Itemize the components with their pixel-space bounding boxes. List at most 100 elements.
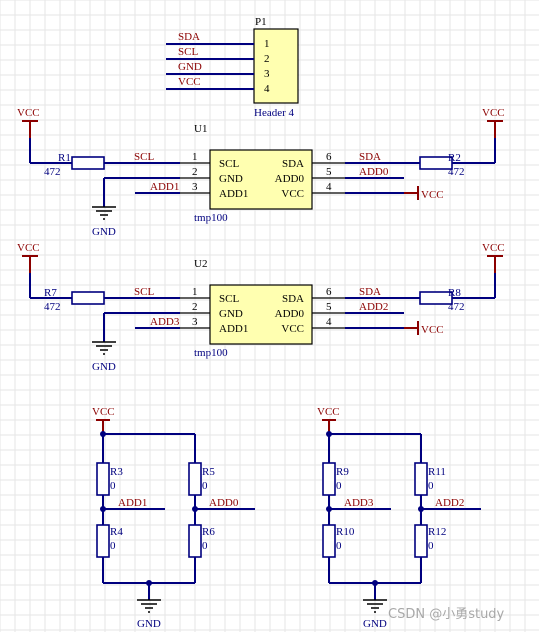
u2-pin-name-gnd: GND: [219, 308, 243, 320]
u2-pin-3: 3: [192, 316, 198, 328]
u1-block[interactable]: VCC R1 472 SCL GND ADD1 1 2 3 6 5 4 U1 t…: [17, 107, 505, 238]
div-left-r5-value: 0: [202, 480, 208, 492]
div-left-r3: [96, 462, 110, 496]
u1-resistor-left: [71, 156, 105, 170]
header-pin-3: 3: [264, 68, 270, 80]
header-net-gnd: GND: [178, 61, 202, 73]
u1-pin-name-add1: ADD1: [219, 188, 248, 200]
div-left-r6: [188, 524, 202, 558]
header-designator: P1: [255, 16, 267, 28]
div-right-net-a: ADD3: [344, 497, 374, 509]
div-right-r11-value: 0: [428, 480, 434, 492]
u2-r-left-value: 472: [44, 301, 61, 313]
u2-pin-4: 4: [326, 316, 332, 328]
u1-pin-1: 1: [192, 151, 198, 163]
header-body: [253, 28, 299, 104]
div-left-r3-value: 0: [110, 480, 116, 492]
u2-vcc-pin4: VCC: [421, 324, 444, 336]
u1-pin-name-scl: SCL: [219, 158, 239, 170]
div-left-vcc: VCC: [92, 406, 115, 418]
u2-pin-2: 2: [192, 301, 198, 313]
u1-chip-body: [209, 149, 313, 210]
div-right-r9: [322, 462, 336, 496]
div-left-r4: [96, 524, 110, 558]
div-right-gnd: GND: [363, 618, 387, 630]
u1-r-left-value: 472: [44, 166, 61, 178]
header-p1[interactable]: P1 Header 4 1 2 3 4 SDA SCL GND VCC: [166, 16, 299, 119]
div-right-net-b: ADD2: [435, 497, 464, 509]
div-right-r12-value: 0: [428, 540, 434, 552]
divider-right[interactable]: VCC R9 0 R11 0 ADD3 ADD2 R10 0 R12 0 GND: [317, 406, 481, 630]
u1-vcc-right: VCC: [482, 107, 505, 119]
div-left-r5-ref: R5: [202, 466, 215, 478]
header-comment: Header 4: [254, 107, 295, 119]
u2-net-add-left: ADD3: [150, 316, 180, 328]
div-left-r6-value: 0: [202, 540, 208, 552]
divider-left[interactable]: VCC R3 0 R5 0 ADD1 ADD0 R4 0 R6 0 GND: [92, 406, 255, 630]
div-right-r12-ref: R12: [428, 526, 446, 538]
header-pin-4: 4: [264, 83, 270, 95]
u2-net-sda: SDA: [359, 286, 381, 298]
u1-vcc-pin4: VCC: [421, 189, 444, 201]
div-right-r10-ref: R10: [336, 526, 355, 538]
header-net-scl: SCL: [178, 46, 198, 58]
u2-chip-body: [209, 284, 313, 345]
u1-pin-6: 6: [326, 151, 332, 163]
u2-pin-name-vcc: VCC: [281, 323, 304, 335]
u1-designator: U1: [194, 123, 207, 135]
u2-pin-5: 5: [326, 301, 332, 313]
div-left-r3-ref: R3: [110, 466, 123, 478]
watermark: CSDN @小勇study: [388, 607, 505, 622]
div-left-r4-value: 0: [110, 540, 116, 552]
u2-designator: U2: [194, 258, 207, 270]
u2-r-left-ref: R7: [44, 287, 57, 299]
u2-pin-name-sda: SDA: [282, 293, 304, 305]
u2-pin-name-add0: ADD0: [275, 308, 305, 320]
div-right-r9-ref: R9: [336, 466, 349, 478]
header-pin-2: 2: [264, 53, 270, 65]
div-left-r6-ref: R6: [202, 526, 215, 538]
u2-r-right-value: 472: [448, 301, 465, 313]
u1-pin-4: 4: [326, 181, 332, 193]
div-left-net-b: ADD0: [209, 497, 239, 509]
u1-pin-2: 2: [192, 166, 198, 178]
u1-pin-name-vcc: VCC: [281, 188, 304, 200]
u1-comment: tmp100: [194, 212, 228, 224]
u1-net-sda: SDA: [359, 151, 381, 163]
div-left-net-a: ADD1: [118, 497, 147, 509]
u2-vcc-right: VCC: [482, 242, 505, 254]
div-right-r12: [414, 524, 428, 558]
div-right-r9-value: 0: [336, 480, 342, 492]
u2-pin-name-scl: SCL: [219, 293, 239, 305]
u2-net-add-right: ADD2: [359, 301, 388, 313]
u1-pin-3: 3: [192, 181, 198, 193]
header-net-sda: SDA: [178, 31, 200, 43]
u1-vcc-left: VCC: [17, 107, 40, 119]
u1-pin-name-gnd: GND: [219, 173, 243, 185]
header-net-vcc: VCC: [178, 76, 201, 88]
div-right-r10-value: 0: [336, 540, 342, 552]
u2-gnd-label: GND: [92, 361, 116, 373]
u2-r-right-ref: R8: [448, 287, 461, 299]
u1-pin-name-sda: SDA: [282, 158, 304, 170]
div-right-vcc: VCC: [317, 406, 340, 418]
u2-vcc-left: VCC: [17, 242, 40, 254]
div-left-r4-ref: R4: [110, 526, 123, 538]
u2-net-scl: SCL: [134, 286, 154, 298]
div-right-r11: [414, 462, 428, 496]
u2-block[interactable]: VCC R7 472 SCL GND ADD3 1 2 3 6 5 4 U2 t…: [17, 242, 505, 373]
div-left-gnd: GND: [137, 618, 161, 630]
u2-comment: tmp100: [194, 347, 228, 359]
u1-r-left-ref: R1: [58, 152, 71, 164]
div-left-r5: [188, 462, 202, 496]
u1-net-add-right: ADD0: [359, 166, 389, 178]
u2-pin-1: 1: [192, 286, 198, 298]
u1-pin-5: 5: [326, 166, 332, 178]
div-right-r11-ref: R11: [428, 466, 446, 478]
div-right-r10: [322, 524, 336, 558]
header-pin-1: 1: [264, 38, 270, 50]
u1-gnd-label: GND: [92, 226, 116, 238]
u1-r-right-value: 472: [448, 166, 465, 178]
